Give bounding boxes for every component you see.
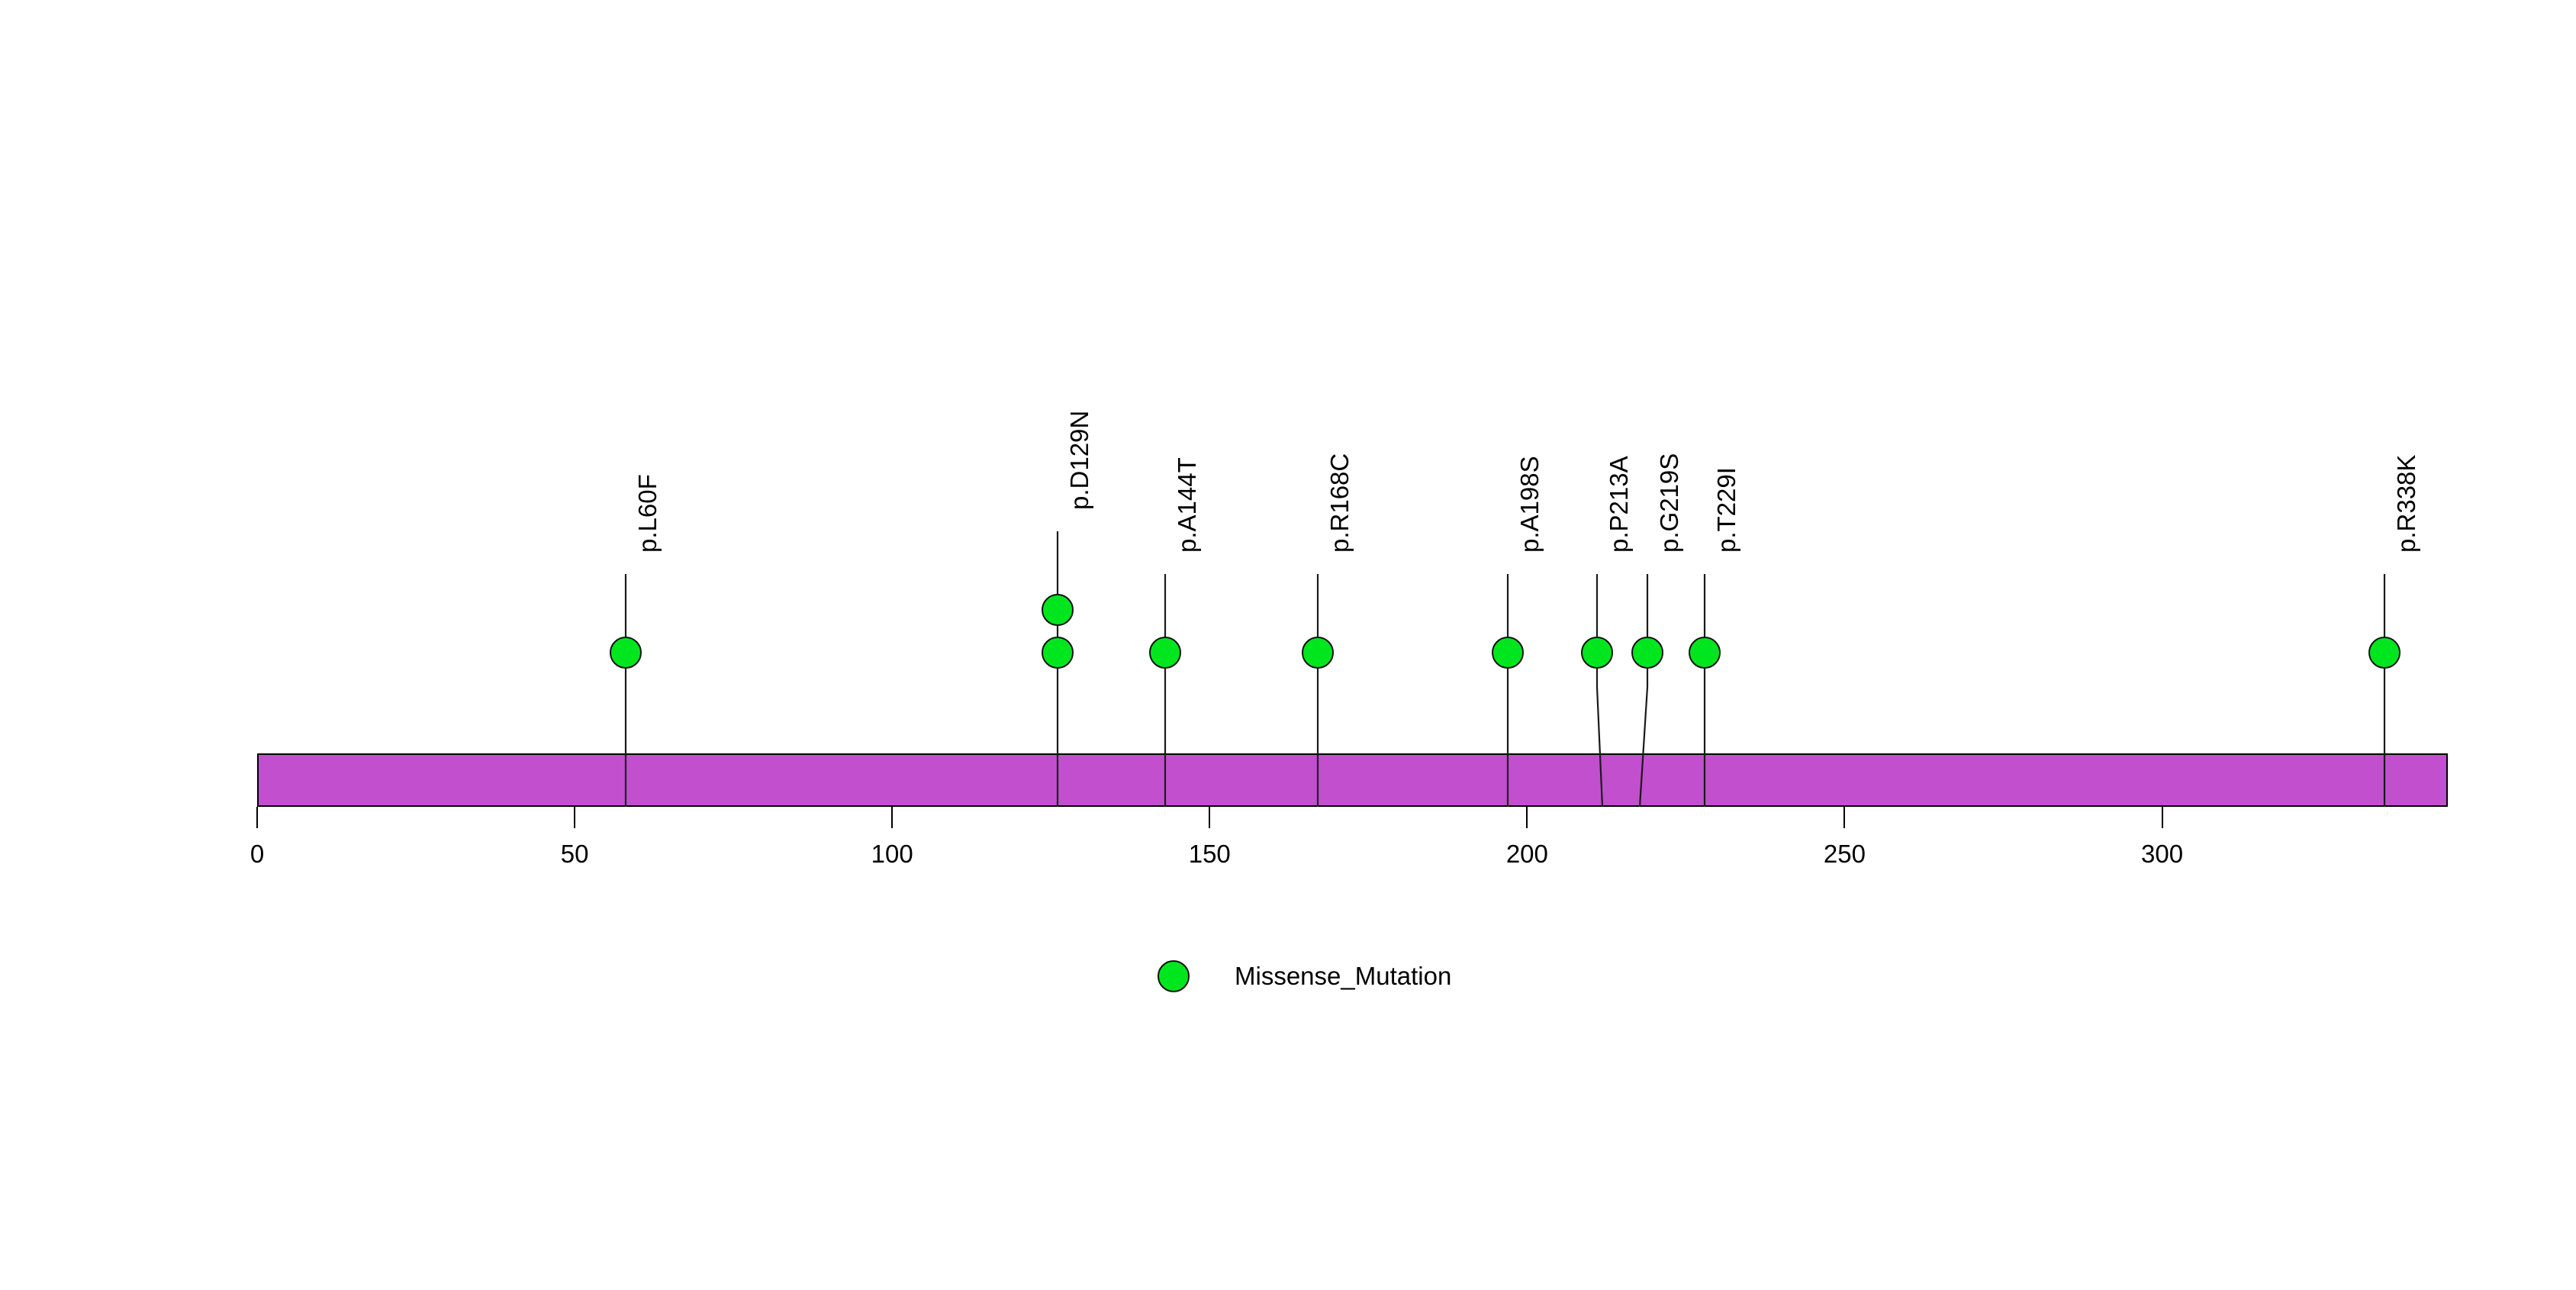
- x-axis-tick: [1843, 807, 1846, 828]
- x-axis-tick-label: 150: [1188, 840, 1231, 868]
- mutation-marker[interactable]: [1580, 637, 1613, 669]
- mutation-marker[interactable]: [2368, 637, 2401, 669]
- x-axis-tick-label: 100: [871, 840, 913, 868]
- protein-backbone-bar[interactable]: [257, 753, 2448, 807]
- mutation-label[interactable]: p.T229I: [1712, 467, 1741, 553]
- mutation-label[interactable]: p.R168C: [1325, 453, 1354, 553]
- mutation-marker[interactable]: [1041, 594, 1074, 626]
- mutation-marker[interactable]: [1149, 637, 1181, 669]
- mutation-label[interactable]: p.A144T: [1173, 457, 1201, 553]
- mutation-label[interactable]: p.A198S: [1515, 456, 1544, 553]
- x-axis-tick: [1209, 807, 1211, 828]
- legend-label: Missense_Mutation: [1235, 962, 1452, 990]
- x-axis-tick-label: 0: [250, 840, 265, 868]
- x-axis-tick: [891, 807, 894, 828]
- mutation-marker[interactable]: [1689, 637, 1721, 669]
- x-axis-tick-label: 200: [1505, 840, 1548, 868]
- mutation-marker[interactable]: [1301, 637, 1334, 669]
- x-axis-tick: [574, 807, 576, 828]
- mutation-label[interactable]: p.G219S: [1655, 453, 1684, 553]
- legend-swatch-missense[interactable]: [1158, 960, 1190, 992]
- mutation-marker[interactable]: [1631, 637, 1664, 669]
- mutation-marker[interactable]: [609, 637, 642, 669]
- x-axis-tick-label: 50: [560, 840, 589, 868]
- x-axis-tick-label: 300: [2140, 840, 2184, 868]
- x-axis-tick: [2161, 807, 2163, 828]
- mutation-marker[interactable]: [1492, 637, 1525, 669]
- x-axis-tick: [256, 807, 258, 828]
- x-axis-tick: [1526, 807, 1528, 828]
- x-axis-tick-label: 250: [1823, 840, 1866, 868]
- mutation-marker[interactable]: [1041, 637, 1074, 669]
- mutation-label[interactable]: p.P213A: [1604, 456, 1633, 553]
- mutation-label[interactable]: p.L60F: [633, 474, 662, 553]
- mutation-label[interactable]: p.R338K: [2391, 454, 2420, 553]
- mutation-label[interactable]: p.D129N: [1064, 410, 1093, 510]
